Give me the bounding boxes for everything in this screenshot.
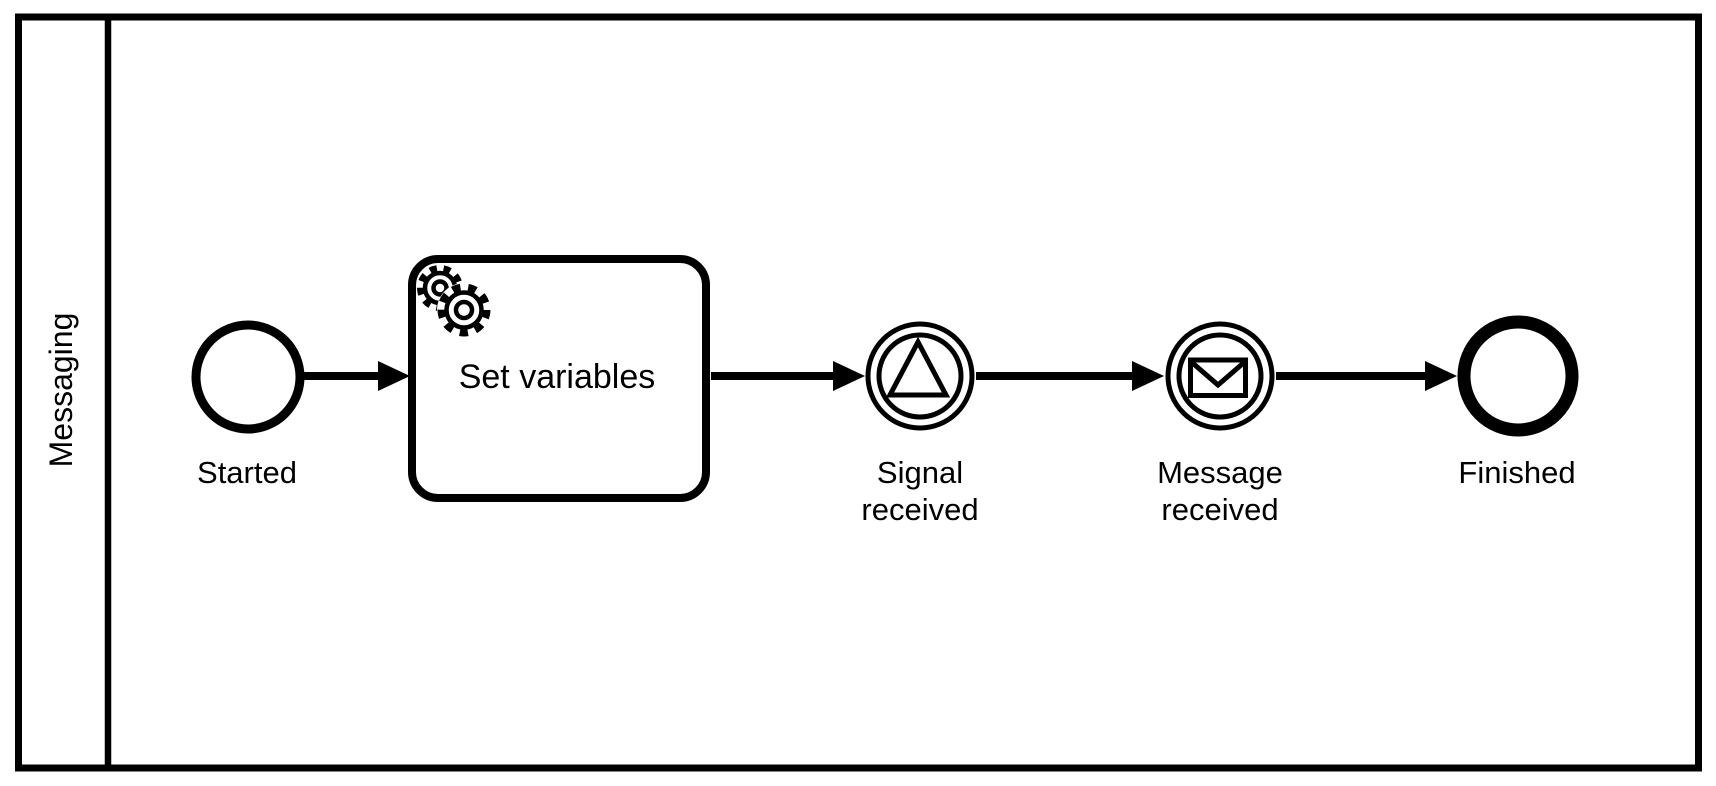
pool-messaging[interactable]: Messaging bbox=[15, 13, 1702, 772]
signal-triangle-icon bbox=[885, 336, 951, 398]
message-event-label-line2: received bbox=[1161, 492, 1278, 527]
message-envelope-icon bbox=[1188, 357, 1248, 398]
end-event-label: Finished bbox=[1458, 455, 1575, 490]
task-set-variables[interactable]: Set variables bbox=[408, 255, 710, 502]
event-outer-ring bbox=[1165, 321, 1275, 431]
sequence-flow-signal-to-message[interactable] bbox=[976, 361, 1164, 391]
sequence-flow-task-to-signal[interactable] bbox=[711, 361, 865, 391]
task-label: Set variables bbox=[459, 358, 656, 396]
event-inner-ring bbox=[1176, 332, 1264, 420]
signal-event-label-line1: Signal bbox=[877, 455, 963, 490]
arrowhead-icon bbox=[1425, 361, 1457, 391]
end-event-circle bbox=[1457, 315, 1579, 437]
event-inner-ring bbox=[876, 332, 964, 420]
pool-label: Messaging bbox=[43, 313, 79, 468]
event-outer-ring bbox=[865, 321, 975, 431]
start-event-circle bbox=[191, 320, 305, 434]
arrowhead-icon bbox=[378, 361, 410, 391]
start-event[interactable] bbox=[191, 320, 305, 434]
signal-event-label-line2: received bbox=[861, 492, 978, 527]
arrowhead-icon bbox=[833, 361, 865, 391]
message-event-label-line1: Message bbox=[1157, 455, 1283, 490]
end-event[interactable] bbox=[1457, 315, 1579, 437]
start-event-label: Started bbox=[197, 455, 297, 490]
service-gears-icon bbox=[417, 265, 491, 337]
sequence-flow-message-to-end[interactable] bbox=[1276, 361, 1457, 391]
intermediate-message-catch-event[interactable] bbox=[1165, 321, 1275, 431]
intermediate-signal-catch-event[interactable] bbox=[865, 321, 975, 431]
arrowhead-icon bbox=[1132, 361, 1164, 391]
sequence-flow-start-to-task[interactable] bbox=[304, 361, 410, 391]
pool-border bbox=[15, 13, 1702, 772]
